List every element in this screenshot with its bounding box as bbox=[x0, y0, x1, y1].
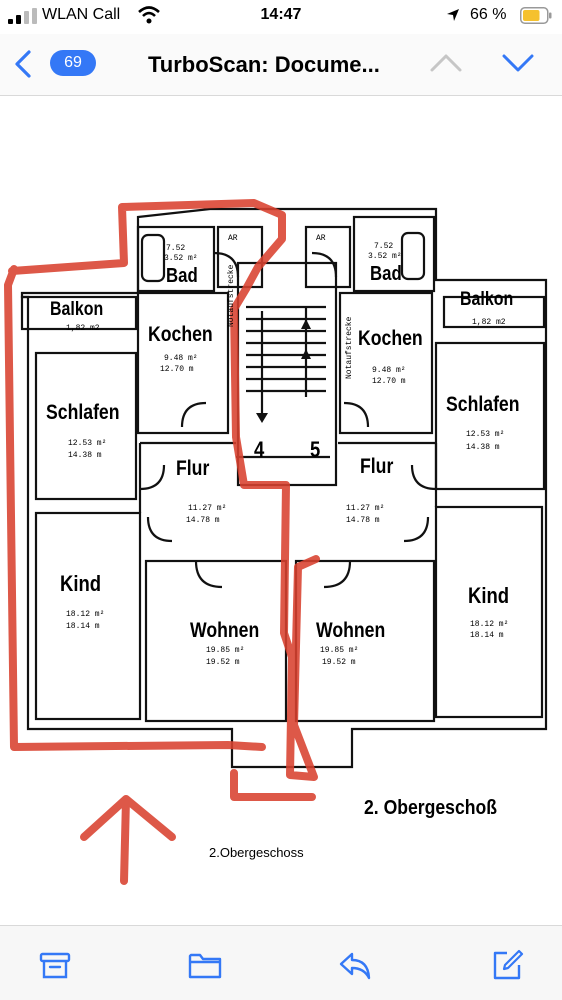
flur-right-label: Flur bbox=[360, 455, 394, 478]
kind-left-label: Kind bbox=[60, 571, 102, 596]
kochen-left-length: 12.70 m bbox=[160, 365, 194, 374]
apartment-number-left: 4 bbox=[254, 437, 265, 462]
bad-right-area: 7.52 bbox=[374, 242, 394, 251]
bad-left-area: 7.52 bbox=[166, 244, 186, 253]
kind-left-area: 18.12 m² bbox=[66, 610, 105, 619]
signal-icon bbox=[8, 8, 37, 24]
previous-message-button[interactable] bbox=[428, 50, 464, 76]
clock: 14:47 bbox=[260, 6, 302, 23]
kind-left-length: 18.14 m bbox=[66, 622, 100, 631]
balkon-left-label: Balkon bbox=[50, 299, 104, 320]
message-title: TurboScan: Docume... bbox=[148, 52, 380, 77]
balkon-right-area: 1,82 m2 bbox=[472, 318, 506, 327]
flur-right-length: 14.78 m bbox=[346, 516, 380, 525]
stair-label-right: Notaufstrecke bbox=[345, 316, 354, 379]
bad-right-area2: 3.52 m² bbox=[368, 252, 402, 261]
kind-right-length: 18.14 m bbox=[470, 631, 504, 640]
flur-left-label: Flur bbox=[176, 457, 210, 480]
ar-right-label: AR bbox=[316, 234, 326, 243]
battery-icon bbox=[520, 7, 552, 24]
wohnen-right-length: 19.52 m bbox=[322, 658, 356, 667]
wifi-icon bbox=[138, 6, 160, 24]
flur-left-length: 14.78 m bbox=[186, 516, 220, 525]
kochen-left-label: Kochen bbox=[148, 323, 213, 346]
bad-left-area2: 3.52 m² bbox=[164, 254, 198, 263]
floor-caption: 2.Obergeschoss bbox=[209, 845, 304, 860]
status-bar: WLAN Call 14:47 66 % bbox=[0, 0, 562, 34]
stair-label-left: Notaufstrecke bbox=[227, 264, 236, 327]
schlafen-right-length: 14.38 m bbox=[466, 443, 500, 452]
wohnen-left-label: Wohnen bbox=[190, 619, 260, 642]
flur-right-area: 11.27 m² bbox=[346, 504, 385, 513]
schlafen-left-label: Schlafen bbox=[46, 401, 120, 424]
carrier-label: WLAN Call bbox=[42, 6, 121, 23]
next-message-button[interactable] bbox=[500, 50, 536, 76]
flur-left-area: 11.27 m² bbox=[188, 504, 227, 513]
balkon-right-label: Balkon bbox=[460, 289, 514, 310]
wohnen-right-area: 19.85 m² bbox=[320, 646, 359, 655]
kind-right-area: 18.12 m² bbox=[470, 620, 509, 629]
floor-plan-drawing bbox=[4, 199, 548, 885]
message-count-badge: 69 bbox=[50, 50, 96, 76]
kind-right-label: Kind bbox=[468, 583, 510, 608]
balkon-left-area: 1,82 m2 bbox=[66, 324, 100, 333]
kochen-right-length: 12.70 m bbox=[372, 377, 406, 386]
wohnen-right-label: Wohnen bbox=[316, 619, 386, 642]
wohnen-left-area: 19.85 m² bbox=[206, 646, 245, 655]
mail-toolbar bbox=[0, 925, 562, 1000]
schlafen-right-label: Schlafen bbox=[446, 393, 520, 416]
bad-left-label: Bad bbox=[166, 265, 198, 287]
schlafen-left-length: 14.38 m bbox=[68, 451, 102, 460]
folder-icon[interactable] bbox=[188, 948, 222, 982]
chevron-left-icon bbox=[15, 50, 31, 78]
reply-icon[interactable] bbox=[338, 948, 372, 982]
bad-right-label: Bad bbox=[370, 263, 402, 285]
location-arrow-icon bbox=[447, 9, 459, 21]
ar-left-label: AR bbox=[228, 234, 238, 243]
archive-icon[interactable] bbox=[38, 948, 72, 982]
kochen-right-label: Kochen bbox=[358, 327, 423, 350]
compose-icon[interactable] bbox=[490, 948, 524, 982]
wohnen-left-length: 19.52 m bbox=[206, 658, 240, 667]
attachment-image[interactable]: 7.52 3.52 m² Bad AR Balkon 1,82 m2 Koche… bbox=[0, 97, 562, 925]
kochen-left-area: 9.48 m² bbox=[164, 354, 198, 363]
floor-heading: 2. Obergeschoß bbox=[364, 797, 498, 819]
navigation-bar: 69 TurboScan: Docume... bbox=[0, 34, 562, 96]
back-button[interactable]: 69 bbox=[8, 46, 96, 80]
kochen-right-area: 9.48 m² bbox=[372, 366, 406, 375]
battery-percent: 66 % bbox=[470, 6, 507, 23]
schlafen-right-area: 12.53 m² bbox=[466, 430, 505, 439]
apartment-number-right: 5 bbox=[310, 437, 321, 462]
schlafen-left-area: 12.53 m² bbox=[68, 439, 107, 448]
